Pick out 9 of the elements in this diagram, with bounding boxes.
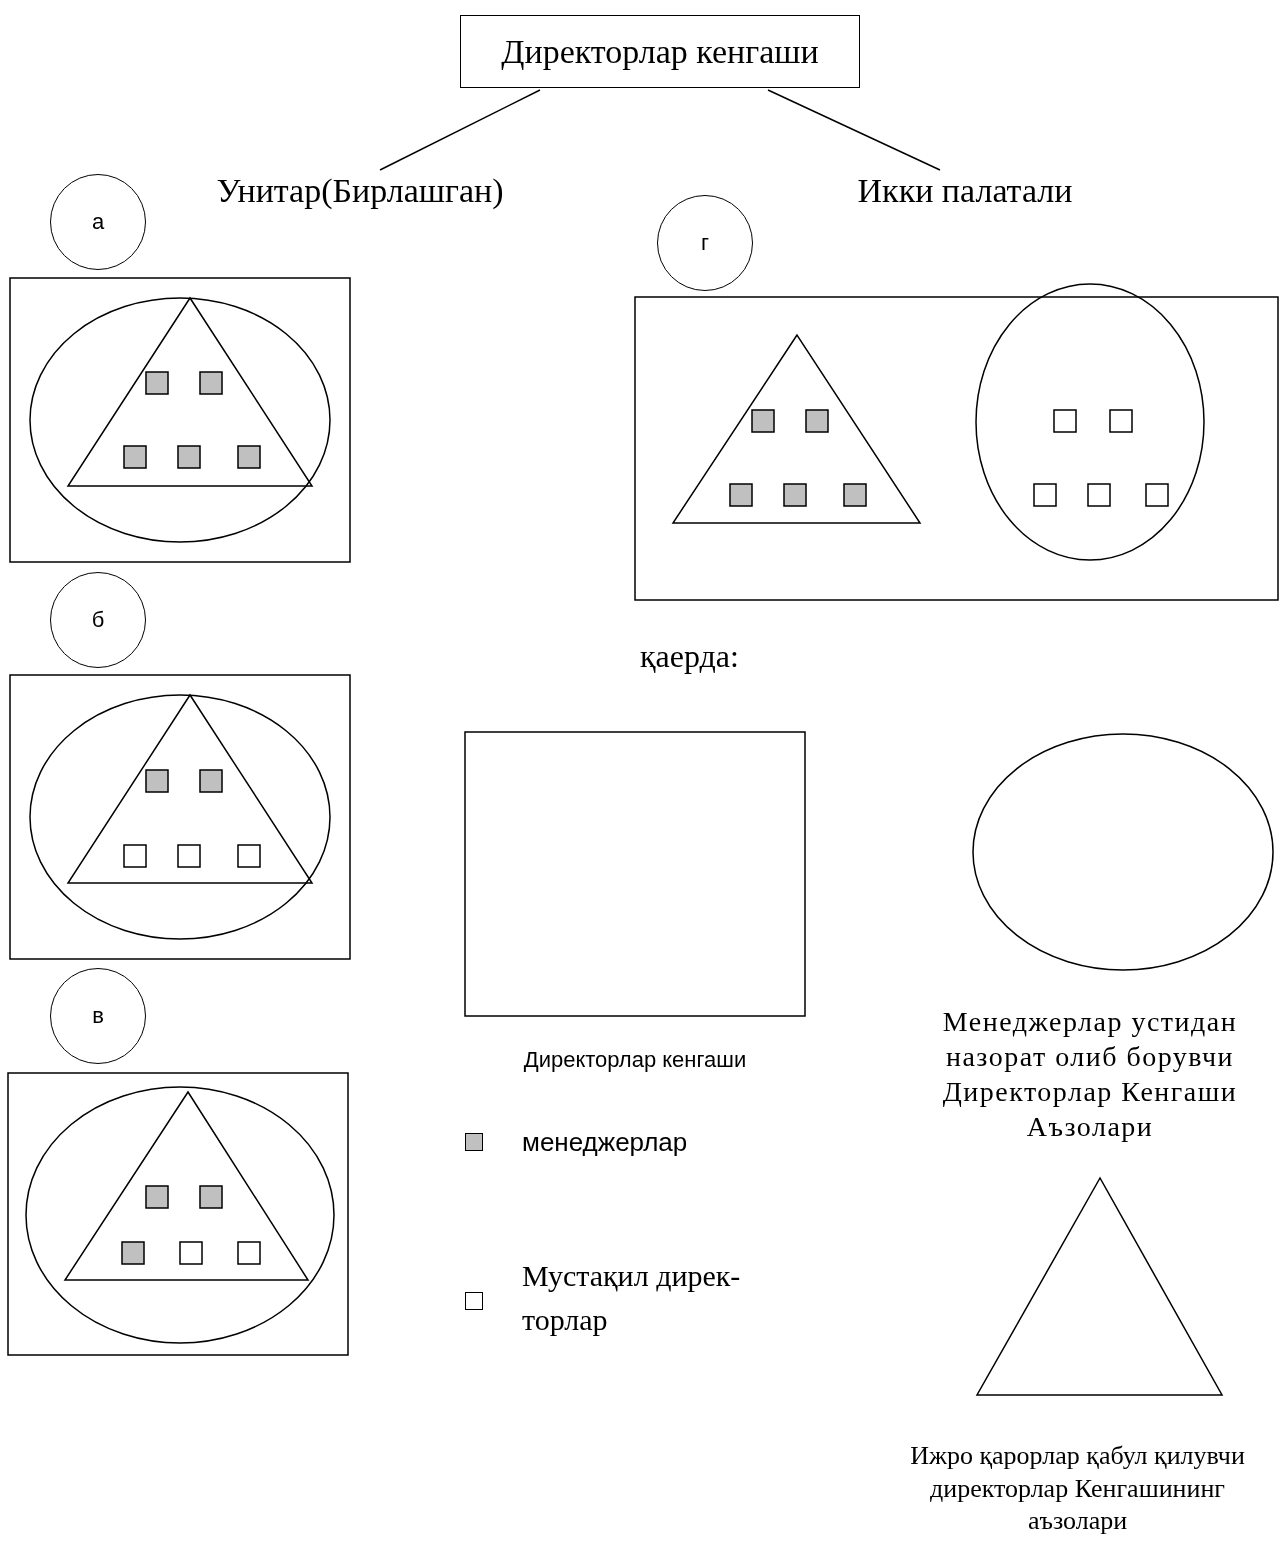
category-label: Икки палатали [790, 172, 1140, 220]
legend-text: Мустақил дирек-торлар [522, 1258, 742, 1338]
category-label: Унитар(Бирлашган) [190, 172, 530, 220]
legend-text: менеджерлар [522, 1126, 689, 1159]
title-box: Директорлар кенгаши [460, 15, 860, 88]
shape-caption: Ижро қарорлар қабул қилувчи директорлар Кенгашининг аъзолари [909, 1440, 1246, 1537]
shape-caption: Директорлар кенгаши [522, 1046, 748, 1074]
note-text: қаерда: [640, 638, 739, 675]
shape-caption: Менеджерлар устидан назорат олиб борувчи Директорлар Кенгаши Аъзолари [941, 1005, 1239, 1144]
